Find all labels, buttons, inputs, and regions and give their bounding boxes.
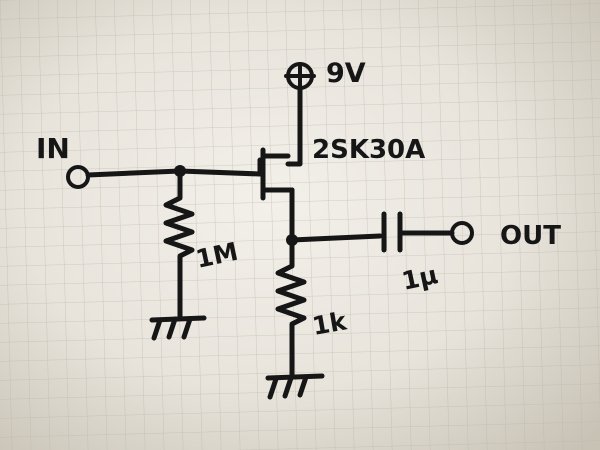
input-label: IN bbox=[36, 132, 70, 165]
ground-symbol-left bbox=[149, 315, 207, 341]
source-resistor-label: 1k bbox=[310, 306, 350, 341]
ground-symbol-right bbox=[265, 373, 325, 400]
source-resistor bbox=[275, 237, 307, 379]
input-terminal bbox=[66, 165, 90, 189]
output-wire bbox=[289, 233, 383, 243]
drain-wire bbox=[285, 85, 303, 167]
coupling-capacitor-label: 1μ bbox=[399, 260, 440, 296]
output-terminal bbox=[450, 221, 474, 245]
transistor-label: 2SK30A bbox=[312, 135, 425, 165]
input-wire bbox=[85, 168, 263, 178]
output-label: OUT bbox=[500, 221, 561, 251]
supply-label: 9V bbox=[326, 58, 366, 89]
gate-resistor bbox=[163, 168, 195, 321]
coupling-capacitor bbox=[381, 211, 403, 253]
gate-resistor-label: 1M bbox=[193, 237, 240, 274]
jfet-transistor-symbol bbox=[257, 147, 295, 243]
supply-terminal bbox=[284, 62, 316, 90]
